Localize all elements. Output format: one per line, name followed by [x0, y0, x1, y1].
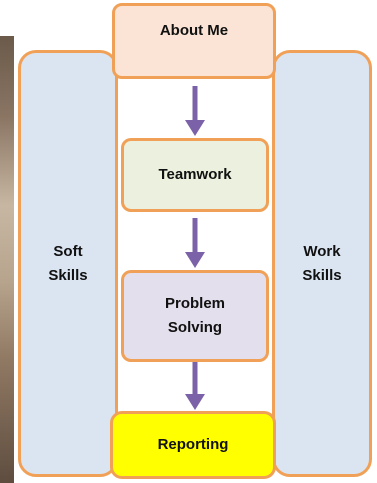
problem-solving-label: Problem Solving [164, 295, 225, 336]
work-skills-panel: Work Skills [272, 50, 372, 477]
about-me-label: About Me [159, 22, 229, 39]
soft-skills-panel: Soft Skills [18, 50, 118, 477]
reporting-node: Reporting [110, 411, 276, 479]
teamwork-node: Teamwork [121, 138, 269, 212]
background-photo-strip [0, 36, 14, 483]
about-me-node: About Me [112, 3, 276, 79]
teamwork-label: Teamwork [158, 166, 232, 183]
problem-solving-node: Problem Solving [121, 270, 269, 362]
work-skills-label: Work Skills [302, 242, 342, 284]
arrow-down-icon [185, 218, 205, 268]
arrow-down-icon [185, 86, 205, 136]
reporting-label: Reporting [157, 436, 229, 453]
arrow-down-icon [185, 362, 205, 410]
soft-skills-label: Soft Skills [48, 242, 88, 284]
